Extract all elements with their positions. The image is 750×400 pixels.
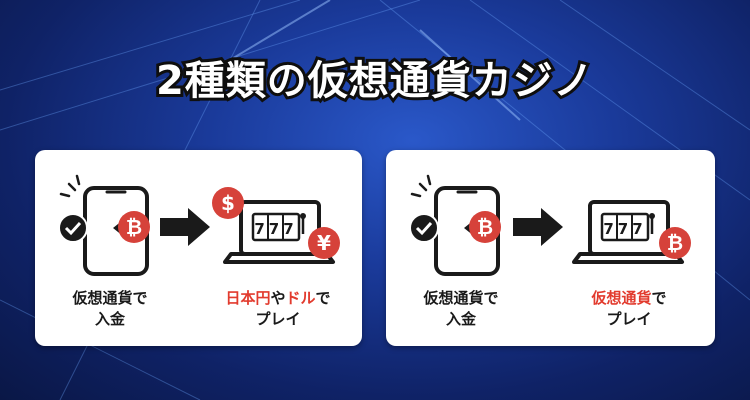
play-caption-line2: プレイ (255, 310, 301, 328)
svg-text:$: $ (221, 191, 235, 215)
yen-icon: ¥ (308, 227, 340, 259)
laptop-slot-icon: 777 (572, 200, 684, 264)
page-title: 2種類の仮想通貨カジノ (153, 55, 596, 107)
deposit-caption: 仮想通貨で 入金 (35, 288, 185, 330)
deposit-caption-line2: 入金 (445, 310, 476, 328)
check-icon (409, 213, 439, 243)
play-caption-yen: 日本円 (225, 289, 271, 307)
svg-text:₿: ₿ (477, 215, 493, 239)
play-caption: 日本円やドルで プレイ (203, 288, 353, 330)
bitcoin-icon: ₿ (469, 211, 501, 243)
dollar-icon: $ (212, 187, 244, 219)
right-arrow-icon (513, 208, 563, 246)
svg-text:¥: ¥ (317, 231, 331, 255)
check-icon (58, 213, 88, 243)
deposit-caption-line2: 入金 (94, 310, 125, 328)
play-caption-dollar: ドル (285, 289, 316, 307)
svg-text:777: 777 (603, 220, 646, 238)
laptop-slot-icon: 777 (223, 200, 335, 264)
bitcoin-icon: ₿ (118, 211, 150, 243)
play-caption-crypto: 仮想通貨 (591, 289, 652, 307)
play-caption: 仮想通貨で プレイ (554, 288, 704, 330)
bitcoin-icon: ₿ (659, 227, 691, 259)
play-caption-de: で (651, 289, 667, 307)
right-arrow-icon (160, 208, 210, 246)
play-caption-or: や (270, 289, 286, 307)
play-caption-de: で (315, 289, 331, 307)
card-crypto-play: ₿ 777 ₿ 仮想通貨で 入金 仮想通貨で プレイ (386, 150, 715, 346)
deposit-caption: 仮想通貨で 入金 (386, 288, 536, 330)
card-fiat-play: ₿ 777 $ ¥ 仮想通貨で 入金 日本円やドルで プレイ (35, 150, 362, 346)
svg-text:777: 777 (254, 220, 297, 238)
deposit-caption-line1: 仮想通貨で (423, 289, 499, 307)
svg-text:₿: ₿ (126, 215, 142, 239)
deposit-caption-line1: 仮想通貨で (72, 289, 148, 307)
play-caption-line2: プレイ (606, 310, 652, 328)
svg-text:₿: ₿ (667, 231, 683, 255)
